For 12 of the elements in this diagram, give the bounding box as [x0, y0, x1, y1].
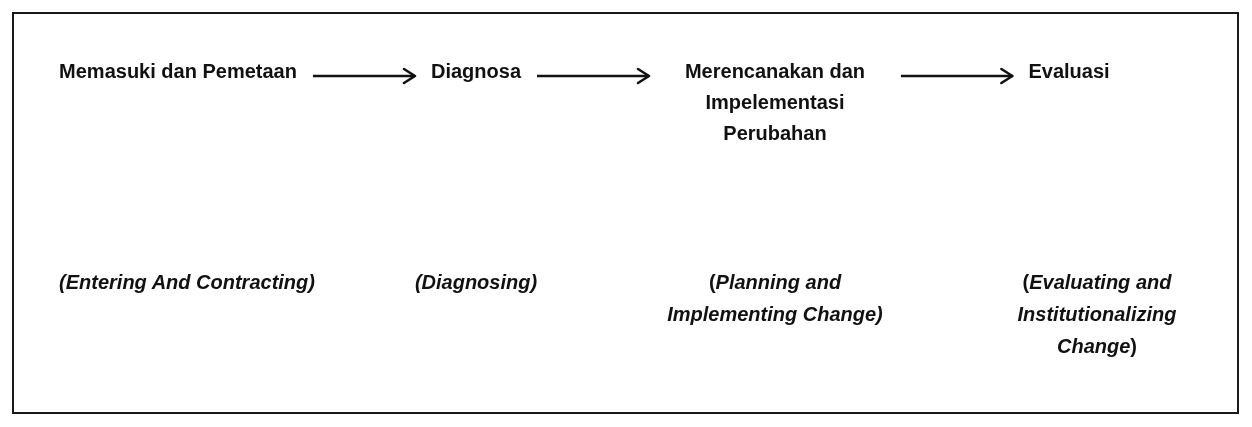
frame-box [12, 12, 1239, 414]
step-caption: (Diagnosing) [414, 270, 538, 295]
step-caption: (Entering And Contracting) [59, 270, 315, 295]
step-caption: (Evaluating and Institutionalizing Change) [1016, 270, 1178, 359]
arrow [901, 67, 1014, 85]
step-label: Merencanakan dan Impelementasi Perubahan [665, 56, 885, 149]
step-label: Memasuki dan Pemetaan [59, 56, 297, 87]
step-caption: (Planning and Implementing Change) [666, 270, 884, 327]
step-label: Evaluasi [1028, 56, 1110, 87]
arrow [312, 67, 417, 85]
step-label: Diagnosa [431, 56, 521, 87]
arrow [537, 67, 651, 85]
